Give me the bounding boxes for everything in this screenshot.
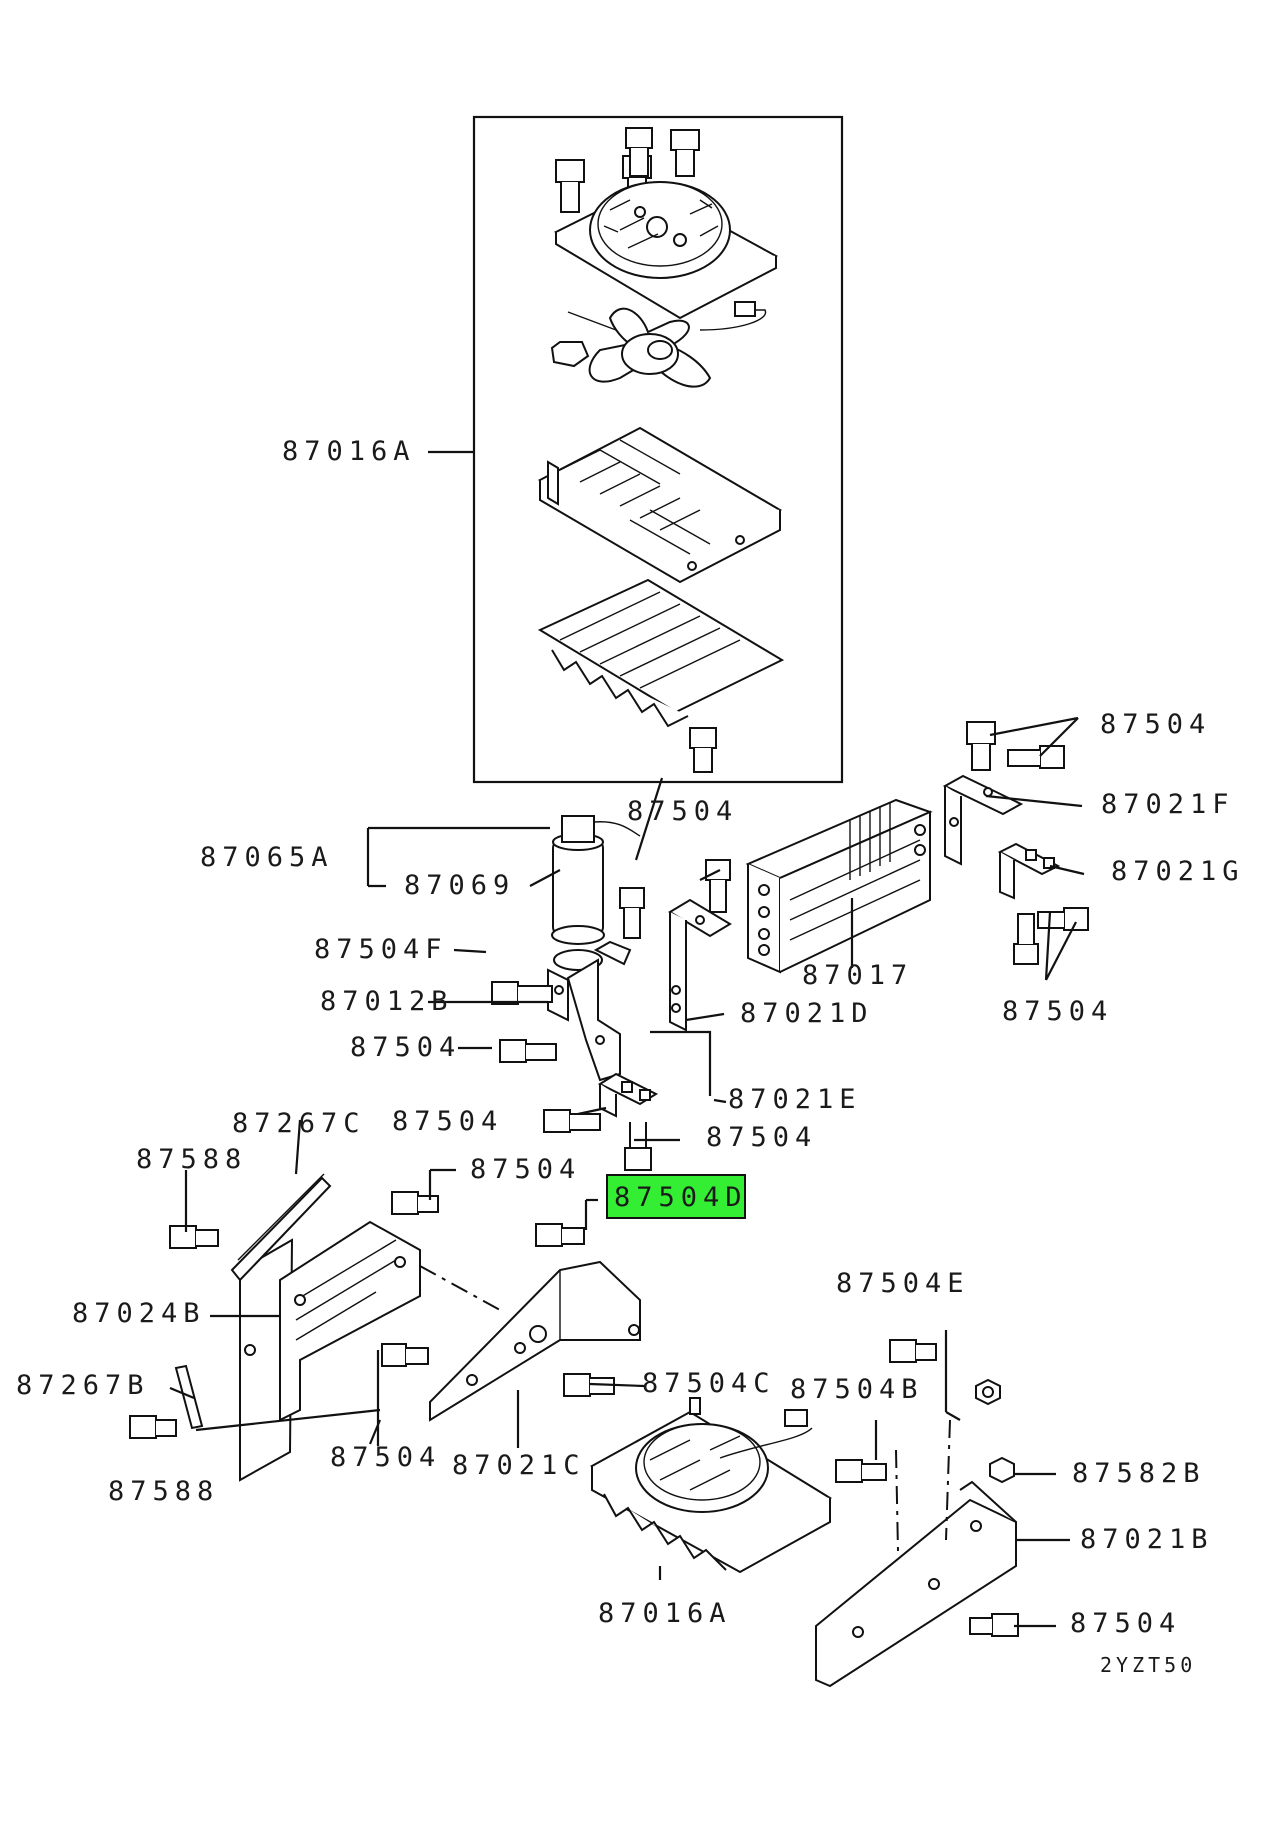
label-87024B: 87024B bbox=[72, 1298, 206, 1329]
label-87504F: 87504F bbox=[314, 934, 448, 965]
label-87065A: 87065A bbox=[200, 842, 334, 873]
label-87504E: 87504E bbox=[836, 1268, 970, 1299]
label-87021B: 87021B bbox=[1080, 1524, 1214, 1555]
label-87588-b: 87588 bbox=[108, 1476, 219, 1507]
label-87504-r2: 87504 bbox=[1002, 996, 1113, 1027]
label-87504-c2: 87504 bbox=[706, 1122, 817, 1153]
label-87016A-top: 87016A bbox=[282, 436, 416, 467]
leader-lines bbox=[169, 450, 1085, 1628]
condenser-core-icon bbox=[537, 426, 783, 584]
bolt-icon bbox=[491, 859, 731, 1171]
label-87021D: 87021D bbox=[740, 998, 874, 1029]
drier-bracket-icon bbox=[547, 940, 632, 1082]
label-87016A-bottom: 87016A bbox=[598, 1598, 732, 1629]
label-87267C: 87267C bbox=[232, 1108, 366, 1139]
callout-labels: 87016A 87504 87021F 87021G 87504 87065A … bbox=[16, 436, 1245, 1677]
label-87021E: 87021E bbox=[728, 1084, 862, 1115]
fan-shroud-icon bbox=[553, 181, 779, 320]
label-87069: 87069 bbox=[404, 870, 515, 901]
alignment-line bbox=[895, 1419, 951, 1553]
bracket-icon bbox=[597, 1072, 659, 1118]
label-87588-a: 87588 bbox=[136, 1144, 247, 1175]
condenser-fan-assembly-box bbox=[472, 115, 844, 784]
label-87504D: 87504D bbox=[614, 1182, 748, 1213]
condenser-shroud-icon bbox=[537, 578, 785, 773]
bracket-icon bbox=[942, 774, 1061, 900]
receiver-drier-icon bbox=[551, 815, 641, 945]
label-87267B: 87267B bbox=[16, 1370, 150, 1401]
label-87582B: 87582B bbox=[1072, 1458, 1206, 1489]
bracket-87021C-icon bbox=[429, 1260, 641, 1422]
label-87017: 87017 bbox=[802, 960, 913, 991]
label-87504B: 87504B bbox=[790, 1374, 924, 1405]
condenser-fan-unit-icon bbox=[589, 1397, 832, 1574]
bracket-87021B-icon bbox=[815, 1480, 1017, 1688]
label-87504-tr: 87504 bbox=[1100, 709, 1211, 740]
label-87504C: 87504C bbox=[642, 1368, 776, 1399]
bracket-icon bbox=[668, 898, 732, 1032]
drawing-code: 2YZT50 bbox=[1100, 1653, 1196, 1677]
bolt-icon bbox=[129, 1191, 615, 1439]
label-87504-c1: 87504 bbox=[392, 1106, 503, 1137]
nut-icon bbox=[975, 1378, 1015, 1484]
label-87012B: 87012B bbox=[320, 986, 454, 1017]
highlight-box bbox=[606, 1174, 746, 1219]
bolt-icon bbox=[835, 1339, 1019, 1637]
fan-motor-icon bbox=[550, 301, 767, 388]
alignment-line bbox=[419, 1265, 501, 1311]
label-87504-b1: 87504 bbox=[330, 1442, 441, 1473]
label-87021F: 87021F bbox=[1101, 789, 1235, 820]
evaporator-icon bbox=[745, 798, 933, 974]
label-87504-mid: 87504 bbox=[627, 796, 738, 827]
label-87021C: 87021C bbox=[452, 1450, 586, 1481]
label-87504-br: 87504 bbox=[1070, 1608, 1181, 1639]
bolt-icon bbox=[966, 721, 1089, 965]
label-87021G: 87021G bbox=[1111, 856, 1245, 887]
label-87504-l1: 87504 bbox=[350, 1032, 461, 1063]
label-87504-c3: 87504 bbox=[470, 1154, 581, 1185]
